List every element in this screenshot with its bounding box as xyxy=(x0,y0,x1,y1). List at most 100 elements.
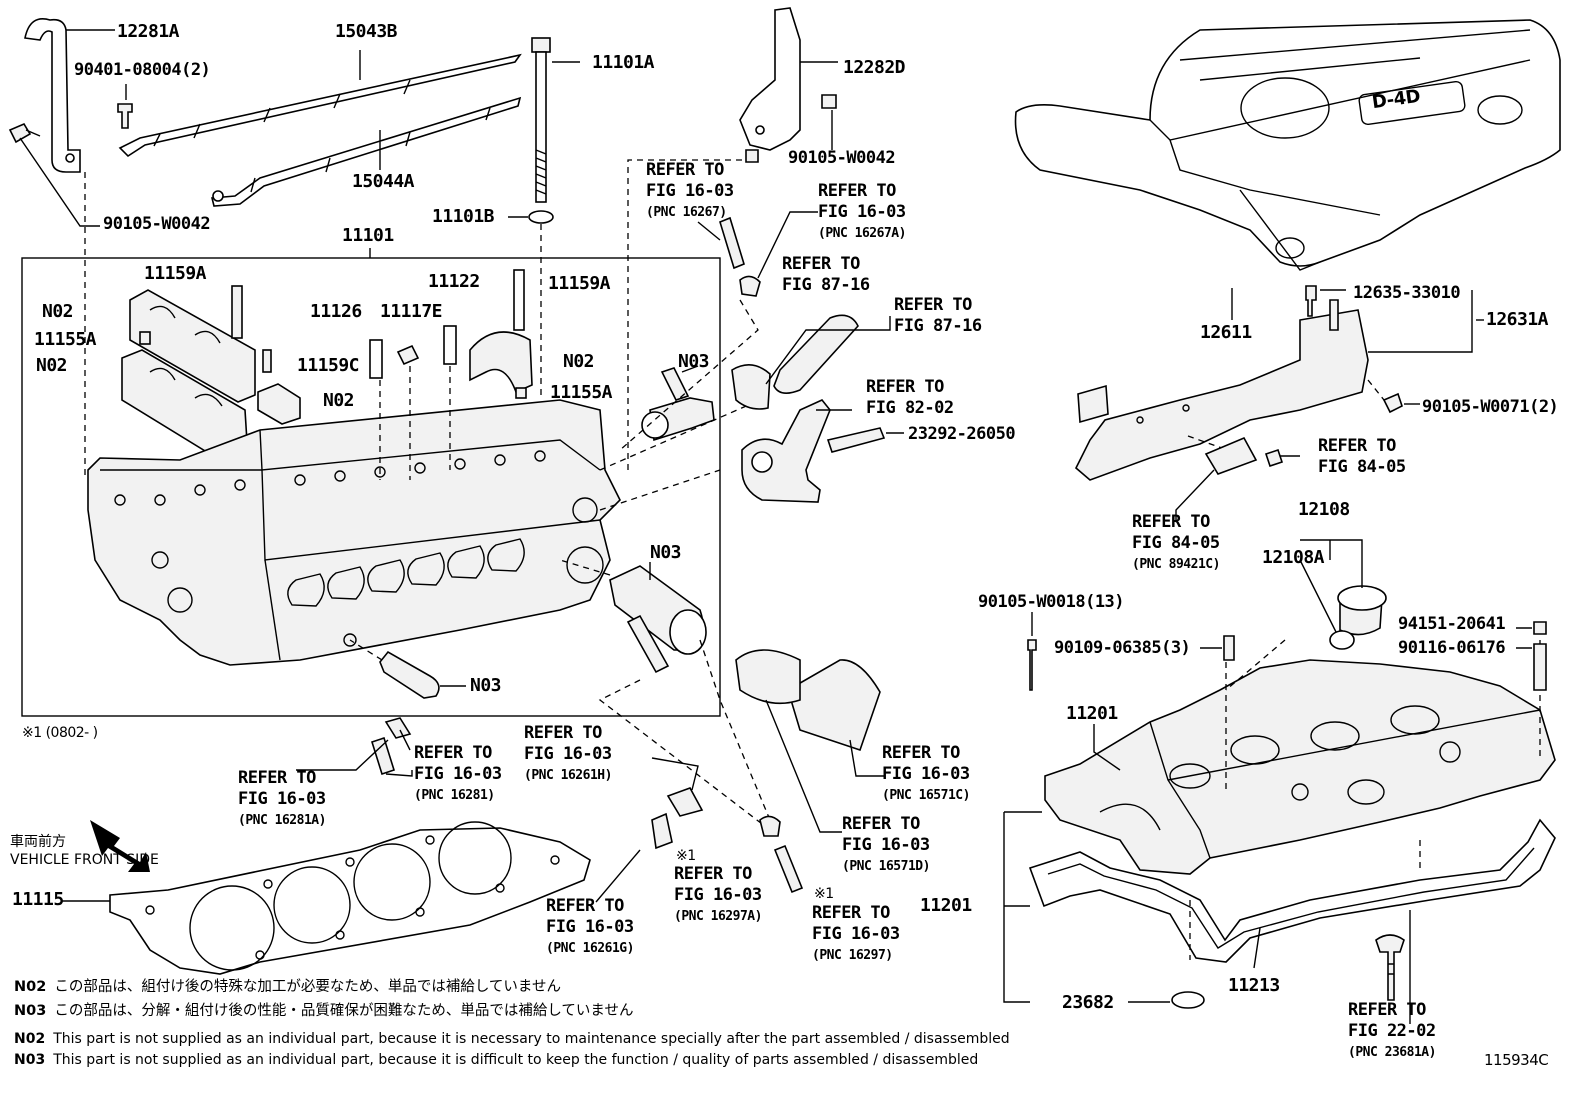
label-12631A: 12631A xyxy=(1486,309,1549,330)
bracket-12631A xyxy=(1075,309,1369,481)
camshaft-cap-upper xyxy=(129,289,256,403)
label-12281A: 12281A xyxy=(117,21,180,42)
label-90105-W0042-right: 90105-W0042 xyxy=(788,148,896,168)
label-11101: 11101 xyxy=(342,225,394,246)
union-16281A xyxy=(384,717,412,739)
hose-16261G xyxy=(651,812,673,850)
diagram-id: 115934C xyxy=(1484,1051,1549,1069)
camshaft-cap-small xyxy=(257,383,301,425)
stud-23292-26050 xyxy=(826,427,886,453)
label-N03-2: N03 xyxy=(650,542,682,563)
bolt-90105-W0042-left xyxy=(8,122,32,144)
label-11201-top: 11201 xyxy=(1066,703,1118,724)
hose-16261H xyxy=(666,787,704,817)
label-90105-W0018: 90105-W0018(13) xyxy=(978,592,1125,612)
bracket-12282D xyxy=(739,7,801,151)
label-23682: 23682 xyxy=(1062,992,1114,1013)
cylinder-head-cover xyxy=(1044,659,1556,875)
camshaft-cap-right xyxy=(469,331,533,394)
plug-seal-23682 xyxy=(1171,991,1205,1009)
label-23292-26050: 23292-26050 xyxy=(908,424,1016,444)
bracket-82-02 xyxy=(741,399,831,503)
hose-16571C xyxy=(787,659,881,752)
label-12108: 12108 xyxy=(1298,499,1350,520)
clamp-87-16 xyxy=(731,364,771,410)
hose-16267 xyxy=(719,216,745,270)
clamp-16297A xyxy=(759,815,781,837)
clamp-16571D xyxy=(735,649,801,705)
label-11159A-left: 11159A xyxy=(144,263,207,284)
label-11213: 11213 xyxy=(1228,975,1280,996)
union-N03-bottom xyxy=(379,650,440,699)
label-11122: 11122 xyxy=(428,271,480,292)
bracket-12281A xyxy=(24,18,81,173)
label-90105-W0071: 90105-W0071(2) xyxy=(1422,397,1559,417)
hose-16297 xyxy=(773,844,804,894)
label-11117E: 11117E xyxy=(380,301,443,322)
label-12282D: 12282D xyxy=(843,57,906,78)
harness-15043B xyxy=(118,53,522,158)
label-12108A: 12108A xyxy=(1262,547,1325,568)
label-N02-3: N02 xyxy=(323,390,355,411)
cylinder-head-cover-gasket xyxy=(1028,818,1556,963)
label-90109-06385: 90109-06385(3) xyxy=(1054,638,1191,658)
bolt-90105-W0071 xyxy=(1382,392,1403,414)
label-11159C: 11159C xyxy=(297,355,360,376)
label-11101B: 11101B xyxy=(432,206,495,227)
label-N02-1: N02 xyxy=(42,301,74,322)
label-90116-06176: 90116-06176 xyxy=(1398,638,1506,658)
label-N02-2: N02 xyxy=(36,355,68,376)
harness-15044A xyxy=(210,96,522,207)
label-12611: 12611 xyxy=(1200,322,1252,343)
vehicle-front-label: 車両前方 VEHICLE FRONT SIDE xyxy=(10,834,159,868)
label-90401-08004: 90401-08004(2) xyxy=(74,60,211,80)
label-11155A-right: 11155A xyxy=(550,382,613,403)
plug-23681A xyxy=(1375,934,1405,1001)
label-12635-33010: 12635-33010 xyxy=(1353,283,1461,303)
vehicle-front-arrow xyxy=(90,820,150,872)
label-N03-3: N03 xyxy=(470,675,502,696)
star1-b: ※1 xyxy=(814,886,834,902)
label-N03-1: N03 xyxy=(678,351,710,372)
bolt-90401 xyxy=(117,103,133,129)
label-11115: 11115 xyxy=(12,889,64,910)
star1-range: ※1 (0802- ) xyxy=(22,725,98,741)
label-N02-4: N02 xyxy=(563,351,595,372)
clamp-16267A xyxy=(739,275,761,297)
cylinder-head-group-frame xyxy=(21,257,721,717)
label-11126: 11126 xyxy=(310,301,362,322)
engine-cover xyxy=(1014,19,1561,267)
label-15043B: 15043B xyxy=(335,21,398,42)
cylinder-head xyxy=(87,399,621,666)
hose-87-16 xyxy=(773,314,859,394)
gasket-12108A xyxy=(1329,630,1355,650)
washer-11101B xyxy=(528,210,554,224)
label-11159A-right: 11159A xyxy=(548,273,611,294)
label-11201-side: 11201 xyxy=(920,895,972,916)
label-90105-W0042-left: 90105-W0042 xyxy=(103,214,211,234)
bolt-11101A xyxy=(531,37,551,53)
hose-16281 xyxy=(371,736,395,776)
connector-89421C xyxy=(1204,436,1258,475)
